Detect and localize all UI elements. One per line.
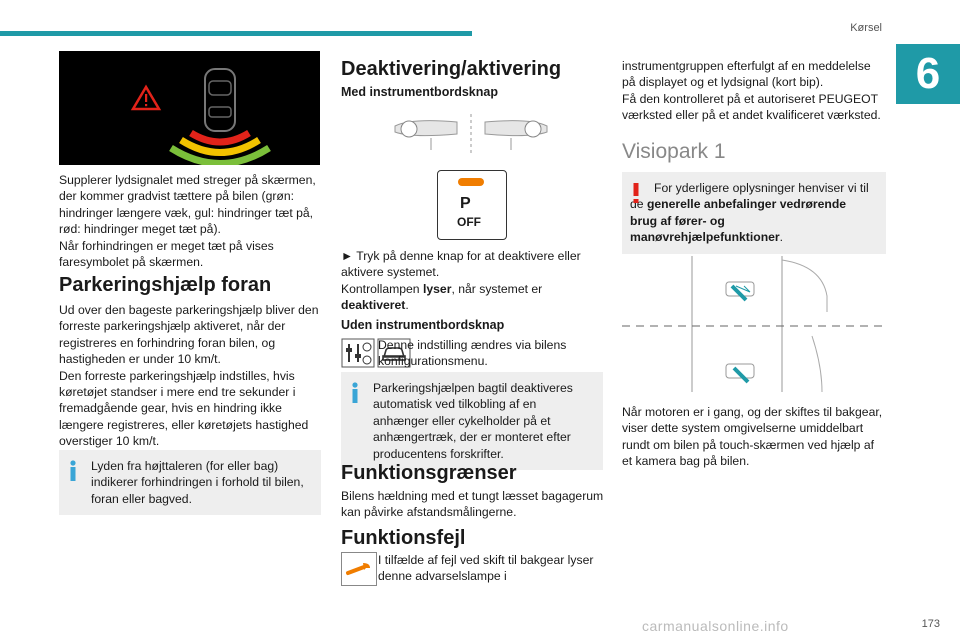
subheading-with-button: Med instrumentbordsknap <box>341 85 498 99</box>
page-number: 173 <box>921 618 940 630</box>
paragraph: Bilens hældning med et tungt læsset baga… <box>341 489 604 520</box>
paragraph: Når forhindringen er meget tæt på vises … <box>59 238 274 270</box>
wrench-warning-icon <box>341 552 377 586</box>
info-box: Lyden fra højttaleren (for eller bag) in… <box>59 450 321 516</box>
text-bold: generelle anbefalinger vedrørende brug a… <box>630 197 847 245</box>
heading-fault: Funktionsfejl <box>341 527 466 549</box>
subheading-without-button: Uden instrumentbordsknap <box>341 318 505 332</box>
paragraph: Ud over den bageste parkeringshjælp bliv… <box>59 303 319 367</box>
parking-display-image <box>59 51 320 167</box>
text: Kontrollampen <box>341 281 423 296</box>
indicator-lamp <box>458 178 484 186</box>
paragraph: Denne indstilling ændres via bilens konf… <box>378 338 567 369</box>
text: , når systemet er <box>451 281 543 296</box>
info-icon <box>350 382 360 408</box>
watermark: carmanualsonline.info <box>642 618 789 634</box>
text: For yderligere oplysninger henviser vi t… <box>630 181 869 212</box>
top-accent-bar <box>0 31 472 36</box>
car-driving-icon <box>377 338 411 368</box>
info-box: Parkeringshjælpen bagtil deaktiveres aut… <box>341 372 603 471</box>
warning-box: For yderligere oplysninger henviser vi t… <box>622 172 886 254</box>
paragraph: deaktiveret. <box>341 297 605 313</box>
paragraph: Kontrollampen lyser, når systemet er <box>341 281 605 297</box>
config-menu-icons <box>341 338 411 368</box>
paragraph: Den forreste parkeringshjælp indstilles,… <box>59 368 309 449</box>
settings-icon <box>341 338 375 368</box>
rear-camera-illustration <box>622 256 886 392</box>
paragraph: Få den kontrolleret på et autoriseret PE… <box>622 91 881 123</box>
dashboard-location-icon <box>394 114 548 156</box>
info-text: Lyden fra højttaleren (for eller bag) in… <box>91 459 304 506</box>
paragraph: Når motoren er i gang, og der skiftes ti… <box>622 405 883 469</box>
button-letter: P <box>460 195 471 212</box>
heading-visiopark: Visiopark 1 <box>622 140 726 163</box>
text: . <box>779 230 784 245</box>
heading-limits: Funktionsgrænser <box>341 462 517 484</box>
warning-text: For yderligere oplysninger henviser vi t… <box>630 180 876 246</box>
parking-sensor-illustration <box>130 68 271 167</box>
text-bold: lyser <box>422 281 452 296</box>
park-assist-off-button[interactable]: P OFF <box>437 170 507 240</box>
paragraph: Supplerer lydsignalet med streger på skæ… <box>59 173 316 237</box>
text: . <box>405 298 409 313</box>
button-off-label: OFF <box>457 215 481 229</box>
chapter-tab: 6 <box>896 44 960 104</box>
text-bold: deaktiveret <box>341 298 406 313</box>
warning-icon <box>631 182 641 208</box>
heading-front-parking: Parkeringshjælp foran <box>59 274 272 296</box>
heading-deactivation: Deaktivering/aktivering <box>341 58 562 80</box>
info-text: Parkeringshjælpen bagtil deaktiveres aut… <box>373 381 573 461</box>
info-icon <box>68 460 78 486</box>
paragraph: instrumentgruppen efterfulgt af en medde… <box>622 59 871 90</box>
paragraph: I tilfælde af fejl ved skift til bakgear… <box>378 553 594 584</box>
paragraph: ► Tryk på denne knap for at deaktivere e… <box>341 249 581 280</box>
section-title: Kørsel <box>850 22 882 34</box>
